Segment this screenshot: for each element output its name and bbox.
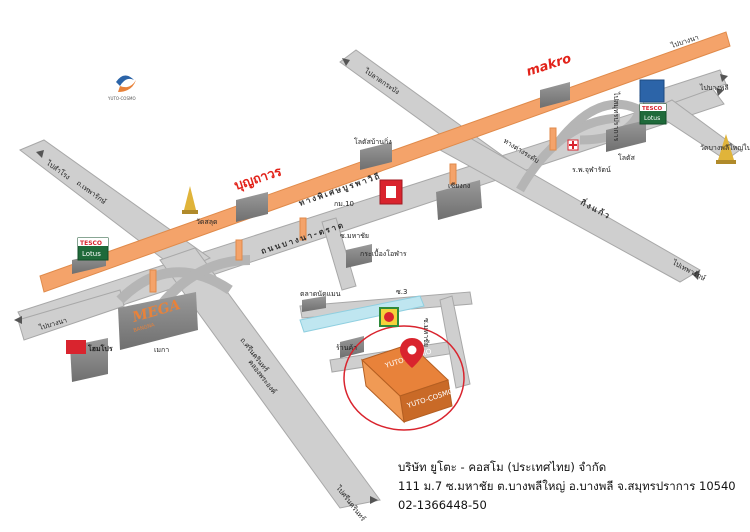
location-pin-icon	[400, 338, 424, 368]
blue-sign-right	[639, 79, 665, 103]
svg-text:วัดสลุด: วัดสลุด	[196, 218, 218, 226]
road-srinakarin	[159, 247, 381, 509]
hospital-icon	[567, 139, 579, 151]
temple-icon-left	[182, 186, 198, 214]
svg-text:ซ.มหาชัย: ซ.มหาชัย	[340, 232, 369, 240]
svg-text:ร.พ.จุฬารัตน์: ร.พ.จุฬารัตน์	[572, 166, 611, 174]
boonthavorn-logo: บุญถาวร	[233, 164, 284, 193]
company-info: บริษัท ยูโตะ - คอสโม (ประเทศไทย) จำกัด 1…	[398, 458, 736, 515]
svg-text:กม.10: กม.10	[334, 200, 354, 208]
svg-text:โลตัสบ้านกิ่ง: โลตัสบ้านกิ่ง	[354, 137, 392, 146]
temple-icon-right	[716, 134, 736, 164]
svg-text:TESCO: TESCO	[642, 106, 663, 112]
svg-text:เซียงกง: เซียงกง	[448, 182, 470, 190]
tesco-lotus-sign-right: TESCO Lotus	[639, 103, 667, 125]
svg-text:วัดบางพลีใหญ่ใน: วัดบางพลีใหญ่ใน	[700, 143, 750, 152]
road-soi-mahachai	[321, 217, 357, 291]
svg-text:TESCO: TESCO	[80, 240, 102, 247]
company-name: บริษัท ยูโตะ - คอสโม (ประเทศไทย) จำกัด	[398, 460, 607, 474]
buildings	[70, 82, 646, 382]
location-highlight-circle	[343, 325, 465, 431]
direction-arrows	[14, 58, 728, 504]
company-address: 111 ม.7 ซ.มหาชัย ต.บางพลีใหญ่ อ.บางพลี จ…	[398, 479, 736, 493]
svg-text:โฮมโปร: โฮมโปร	[87, 344, 113, 353]
expressway-pillars	[149, 127, 557, 293]
road-temple	[648, 99, 741, 161]
big-c-sign	[379, 179, 403, 205]
yellow-sign-icon	[379, 307, 399, 327]
company-phone: 02-1366448-50	[398, 498, 487, 512]
canal	[299, 295, 425, 333]
svg-text:ร้านค้า: ร้านค้า	[336, 344, 357, 352]
svg-text:ซ.มหาชัย: ซ.มหาชัย	[422, 318, 430, 347]
yuto-cosmo-logo: YUTO-COSMO	[107, 75, 136, 101]
svg-text:ไปบางพลี: ไปบางพลี	[699, 83, 729, 92]
road-left-bangna	[17, 289, 125, 341]
svg-text:เมกา: เมกา	[154, 346, 169, 354]
road-kingkaew	[438, 137, 701, 283]
svg-text:โลตัส: โลตัส	[618, 153, 636, 162]
svg-text:YUTO-COSMO: YUTO-COSMO	[107, 96, 136, 101]
svg-text:Lotus: Lotus	[82, 250, 101, 258]
tesco-lotus-sign-left: TESCO Lotus	[77, 237, 109, 261]
homepro-sign: โฮมโปร	[66, 340, 113, 354]
mega-bangna-sub: BANGNA	[133, 322, 156, 334]
svg-text:ซ.3: ซ.3	[396, 288, 407, 296]
svg-text:ตลาดนัดแมน: ตลาดนัดแมน	[300, 290, 341, 298]
svg-text:Lotus: Lotus	[644, 115, 660, 122]
svg-text:ไปสมุทรปราการ: ไปสมุทรปราการ	[612, 91, 621, 142]
svg-text:กระเบื้องโอฬาร: กระเบื้องโอฬาร	[360, 247, 407, 258]
makro-logo: makro	[525, 51, 574, 80]
